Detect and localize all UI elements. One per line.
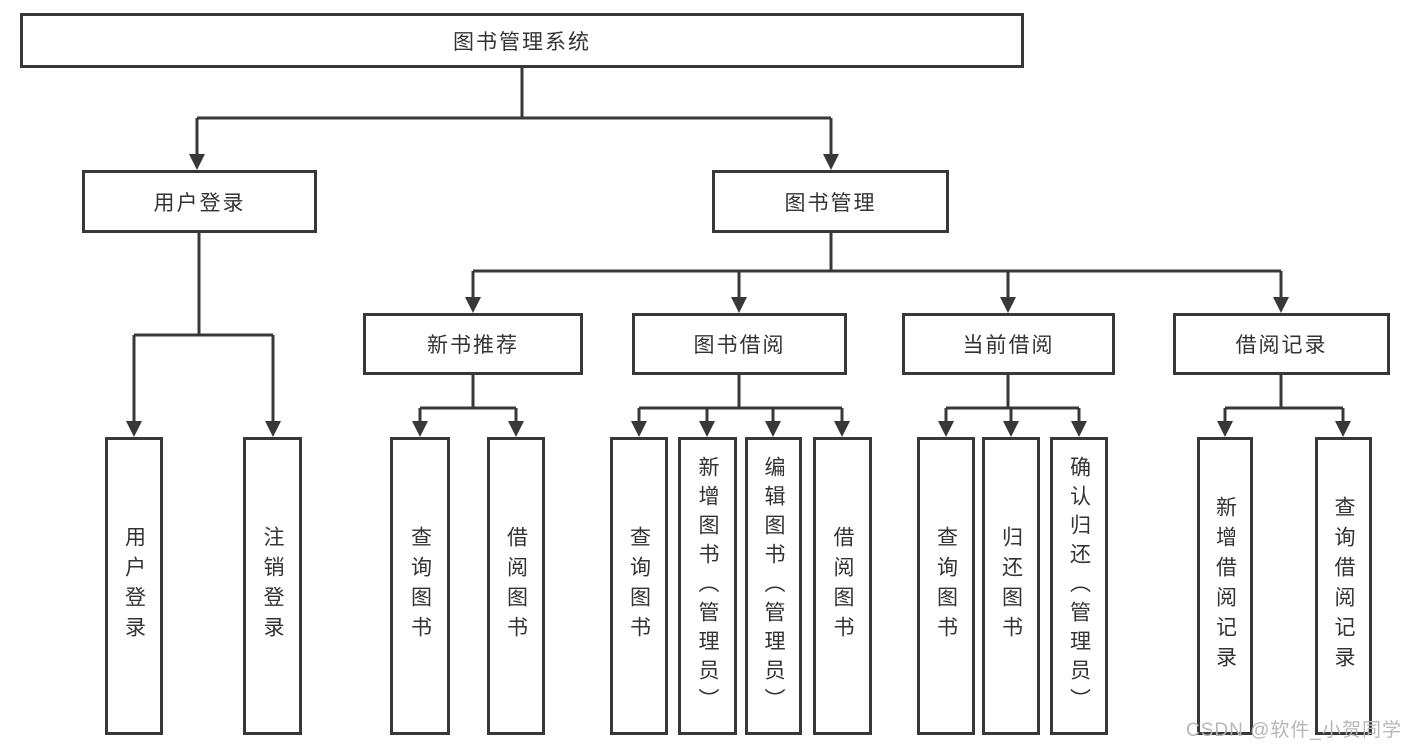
borrow-records-connector: [1217, 375, 1351, 437]
leaf-borrow-books-borrowing-label: 借阅图书: [831, 526, 854, 646]
leaf-query-books-borrowing-label: 查询图书: [627, 526, 651, 646]
leaf-query-borrow-record-label: 查询借阅记录: [1332, 496, 1355, 676]
leaf-query-books-current-label: 查询图书: [934, 526, 958, 646]
leaf-logout-label: 注销登录: [261, 526, 284, 646]
leaf-edit-books-admin: 编辑图书（管理员）: [745, 437, 802, 735]
node-new-book-recommend-label: 新书推荐: [427, 334, 519, 357]
leaf-confirm-return-admin: 确认归还（管理员）: [1050, 437, 1108, 735]
node-book-management-label: 图书管理: [784, 191, 877, 215]
book-management-connector: [465, 233, 1289, 313]
node-new-book-recommend: 新书推荐: [363, 313, 583, 375]
node-book-management: 图书管理: [712, 170, 949, 233]
leaf-query-books-recommend: 查询图书: [390, 437, 450, 735]
current-borrowing-connector: [938, 375, 1087, 437]
leaf-add-books-admin: 新增图书（管理员）: [678, 437, 737, 735]
node-user-login-label: 用户登录: [153, 191, 246, 215]
leaf-query-books-recommend-label: 查询图书: [408, 526, 432, 646]
leaf-logout: 注销登录: [243, 437, 302, 735]
node-borrow-records: 借阅记录: [1173, 313, 1390, 375]
leaf-borrow-books-recommend: 借阅图书: [487, 437, 545, 735]
leaf-borrow-books-borrowing: 借阅图书: [813, 437, 872, 735]
leaf-query-borrow-record: 查询借阅记录: [1315, 437, 1372, 735]
leaf-add-borrow-record-label: 新增借阅记录: [1213, 496, 1237, 676]
leaf-query-books-current: 查询图书: [917, 437, 975, 735]
leaf-edit-books-admin-label: 编辑图书（管理员）: [762, 455, 785, 717]
node-book-borrowing-label: 图书借阅: [693, 334, 786, 357]
node-user-login: 用户登录: [82, 170, 317, 233]
leaf-add-borrow-record: 新增借阅记录: [1197, 437, 1253, 735]
node-book-borrowing: 图书借阅: [632, 313, 847, 375]
leaf-confirm-return-admin-label: 确认归还（管理员）: [1067, 455, 1091, 717]
leaf-add-books-admin-label: 新增图书（管理员）: [696, 455, 719, 717]
node-library-system: 图书管理系统: [20, 13, 1024, 68]
root-connector: [189, 68, 839, 170]
leaf-borrow-books-recommend-label: 借阅图书: [504, 526, 528, 646]
leaf-return-books: 归还图书: [982, 437, 1040, 735]
node-library-system-label: 图书管理系统: [453, 30, 591, 54]
csdn-watermark: CSDN @软件_小贺同学: [1186, 720, 1402, 741]
leaf-user-login: 用户登录: [105, 437, 163, 735]
leaf-user-login-label: 用户登录: [122, 526, 146, 646]
node-current-borrowing: 当前借阅: [902, 313, 1115, 375]
user-login-connector: [126, 233, 281, 437]
leaf-return-books-label: 归还图书: [999, 526, 1023, 646]
new-book-recommend-connector: [412, 375, 524, 437]
book-borrowing-connector: [631, 375, 850, 437]
node-borrow-records-label: 借阅记录: [1235, 334, 1328, 357]
node-current-borrowing-label: 当前借阅: [962, 334, 1055, 357]
leaf-query-books-borrowing: 查询图书: [610, 437, 668, 735]
